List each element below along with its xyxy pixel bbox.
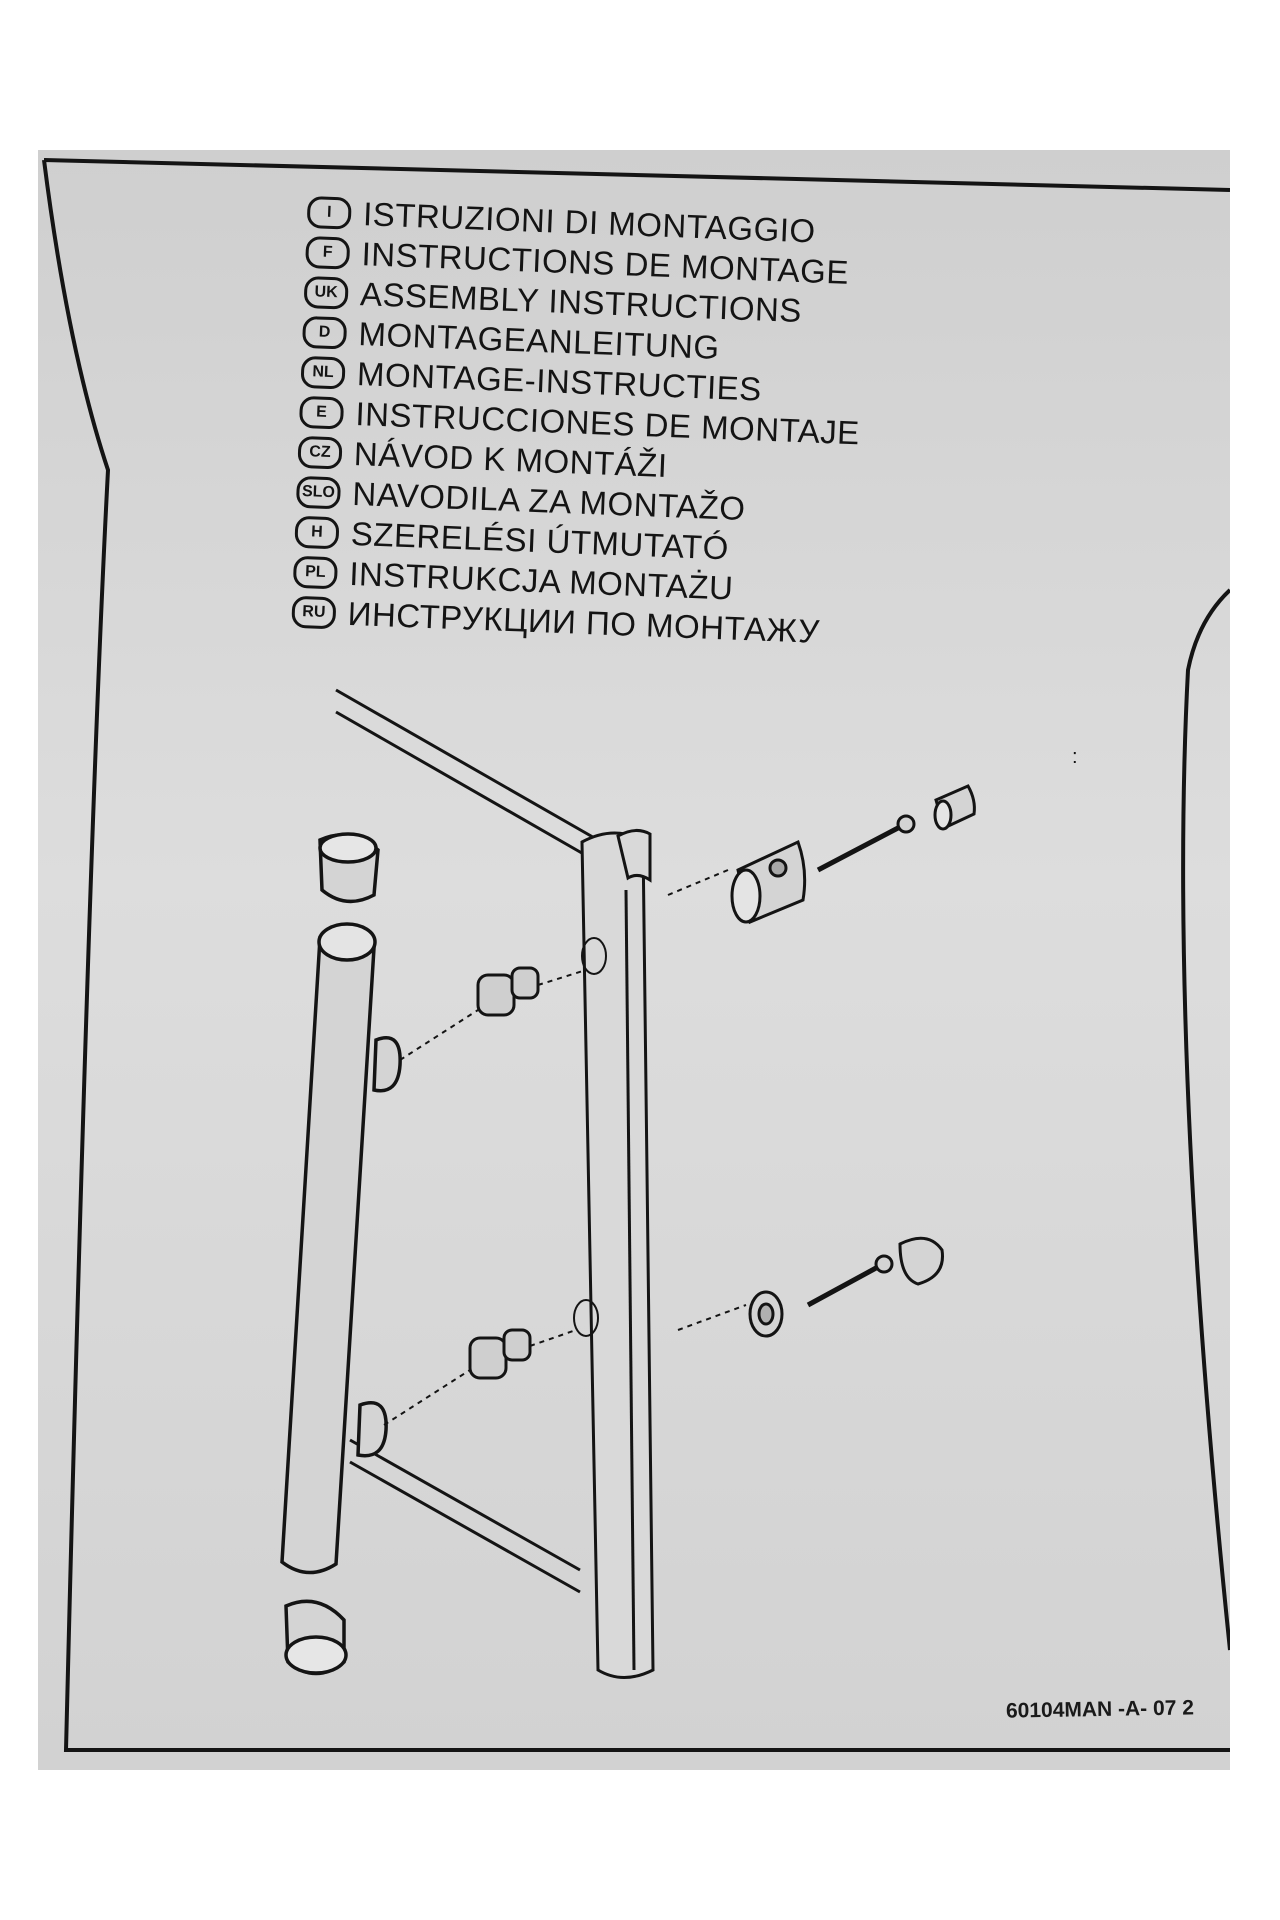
language-badge: D: [302, 315, 348, 350]
language-badge: RU: [291, 595, 337, 630]
language-badge: CZ: [297, 435, 343, 470]
alignment-lines: [383, 869, 747, 1426]
lower-fixing: [748, 1236, 944, 1338]
language-badge: UK: [303, 275, 349, 310]
plugs: [468, 966, 540, 1380]
holes: [573, 937, 607, 1337]
language-badge: PL: [292, 555, 338, 590]
language-badge: NL: [300, 355, 346, 390]
upper-fixing: [730, 784, 976, 925]
door-frame: [335, 688, 599, 1594]
assembly-diagram: [42, 158, 1230, 1752]
language-badge: I: [306, 195, 352, 230]
handle-tube: [280, 922, 402, 1575]
language-badge: H: [294, 515, 340, 550]
part-code: 60104MAN -A- 07 2: [1005, 1696, 1195, 1723]
sheet-border: [42, 158, 1230, 1752]
colon-mark: :: [1072, 746, 1078, 768]
door-profile: [580, 829, 655, 1679]
end-caps: [284, 832, 380, 1676]
language-badge: E: [298, 395, 345, 430]
language-badge: F: [305, 235, 351, 270]
language-badge: SLO: [295, 475, 342, 510]
